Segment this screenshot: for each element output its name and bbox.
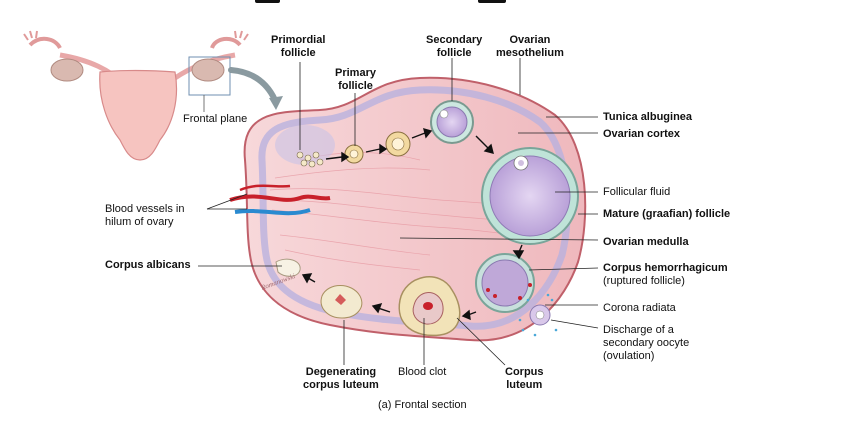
figure-caption: (a) Frontal section xyxy=(378,399,467,411)
label-tunica-albuginea: Tunica albuginea xyxy=(603,111,693,123)
label-corona-radiata: Corona radiata xyxy=(603,302,676,314)
title-fragment xyxy=(478,0,506,3)
label-frontal-plane: Frontal plane xyxy=(183,113,248,125)
label-primary-follicle: Primary follicle xyxy=(335,67,376,92)
label-mature-follicle: Mature (graafian) follicle xyxy=(603,208,731,220)
label-corpus-hemorrhagicum: Corpus hemorrhagicum (ruptured follicle) xyxy=(603,262,728,287)
label-corpus-albicans: Corpus albicans xyxy=(105,259,191,271)
label-ovarian-medulla: Ovarian medulla xyxy=(603,236,689,248)
label-ovarian-cortex: Ovarian cortex xyxy=(603,128,681,140)
label-discharge-secondary-oocyte: Discharge of a secondary oocyte (ovulati… xyxy=(603,324,690,362)
label-corpus-luteum: Corpus luteum xyxy=(505,366,544,391)
label-secondary-follicle: Secondary follicle xyxy=(426,34,483,59)
label-degenerating-corpus-luteum: Degenerating corpus luteum xyxy=(303,366,379,391)
label-follicular-fluid: Follicular fluid xyxy=(603,186,671,198)
label-ovarian-mesothelium: Ovarian mesothelium xyxy=(496,34,564,59)
label-blood-clot: Blood clot xyxy=(398,366,447,378)
uterus-inset xyxy=(23,30,283,161)
label-blood-vessels: Blood vessels in hilum of ovary xyxy=(105,203,185,228)
leader-lines xyxy=(198,58,599,366)
label-primordial-follicle: Primordial follicle xyxy=(271,34,326,59)
title-fragment xyxy=(255,0,280,3)
ovary-section: Romanowski xyxy=(229,76,587,342)
